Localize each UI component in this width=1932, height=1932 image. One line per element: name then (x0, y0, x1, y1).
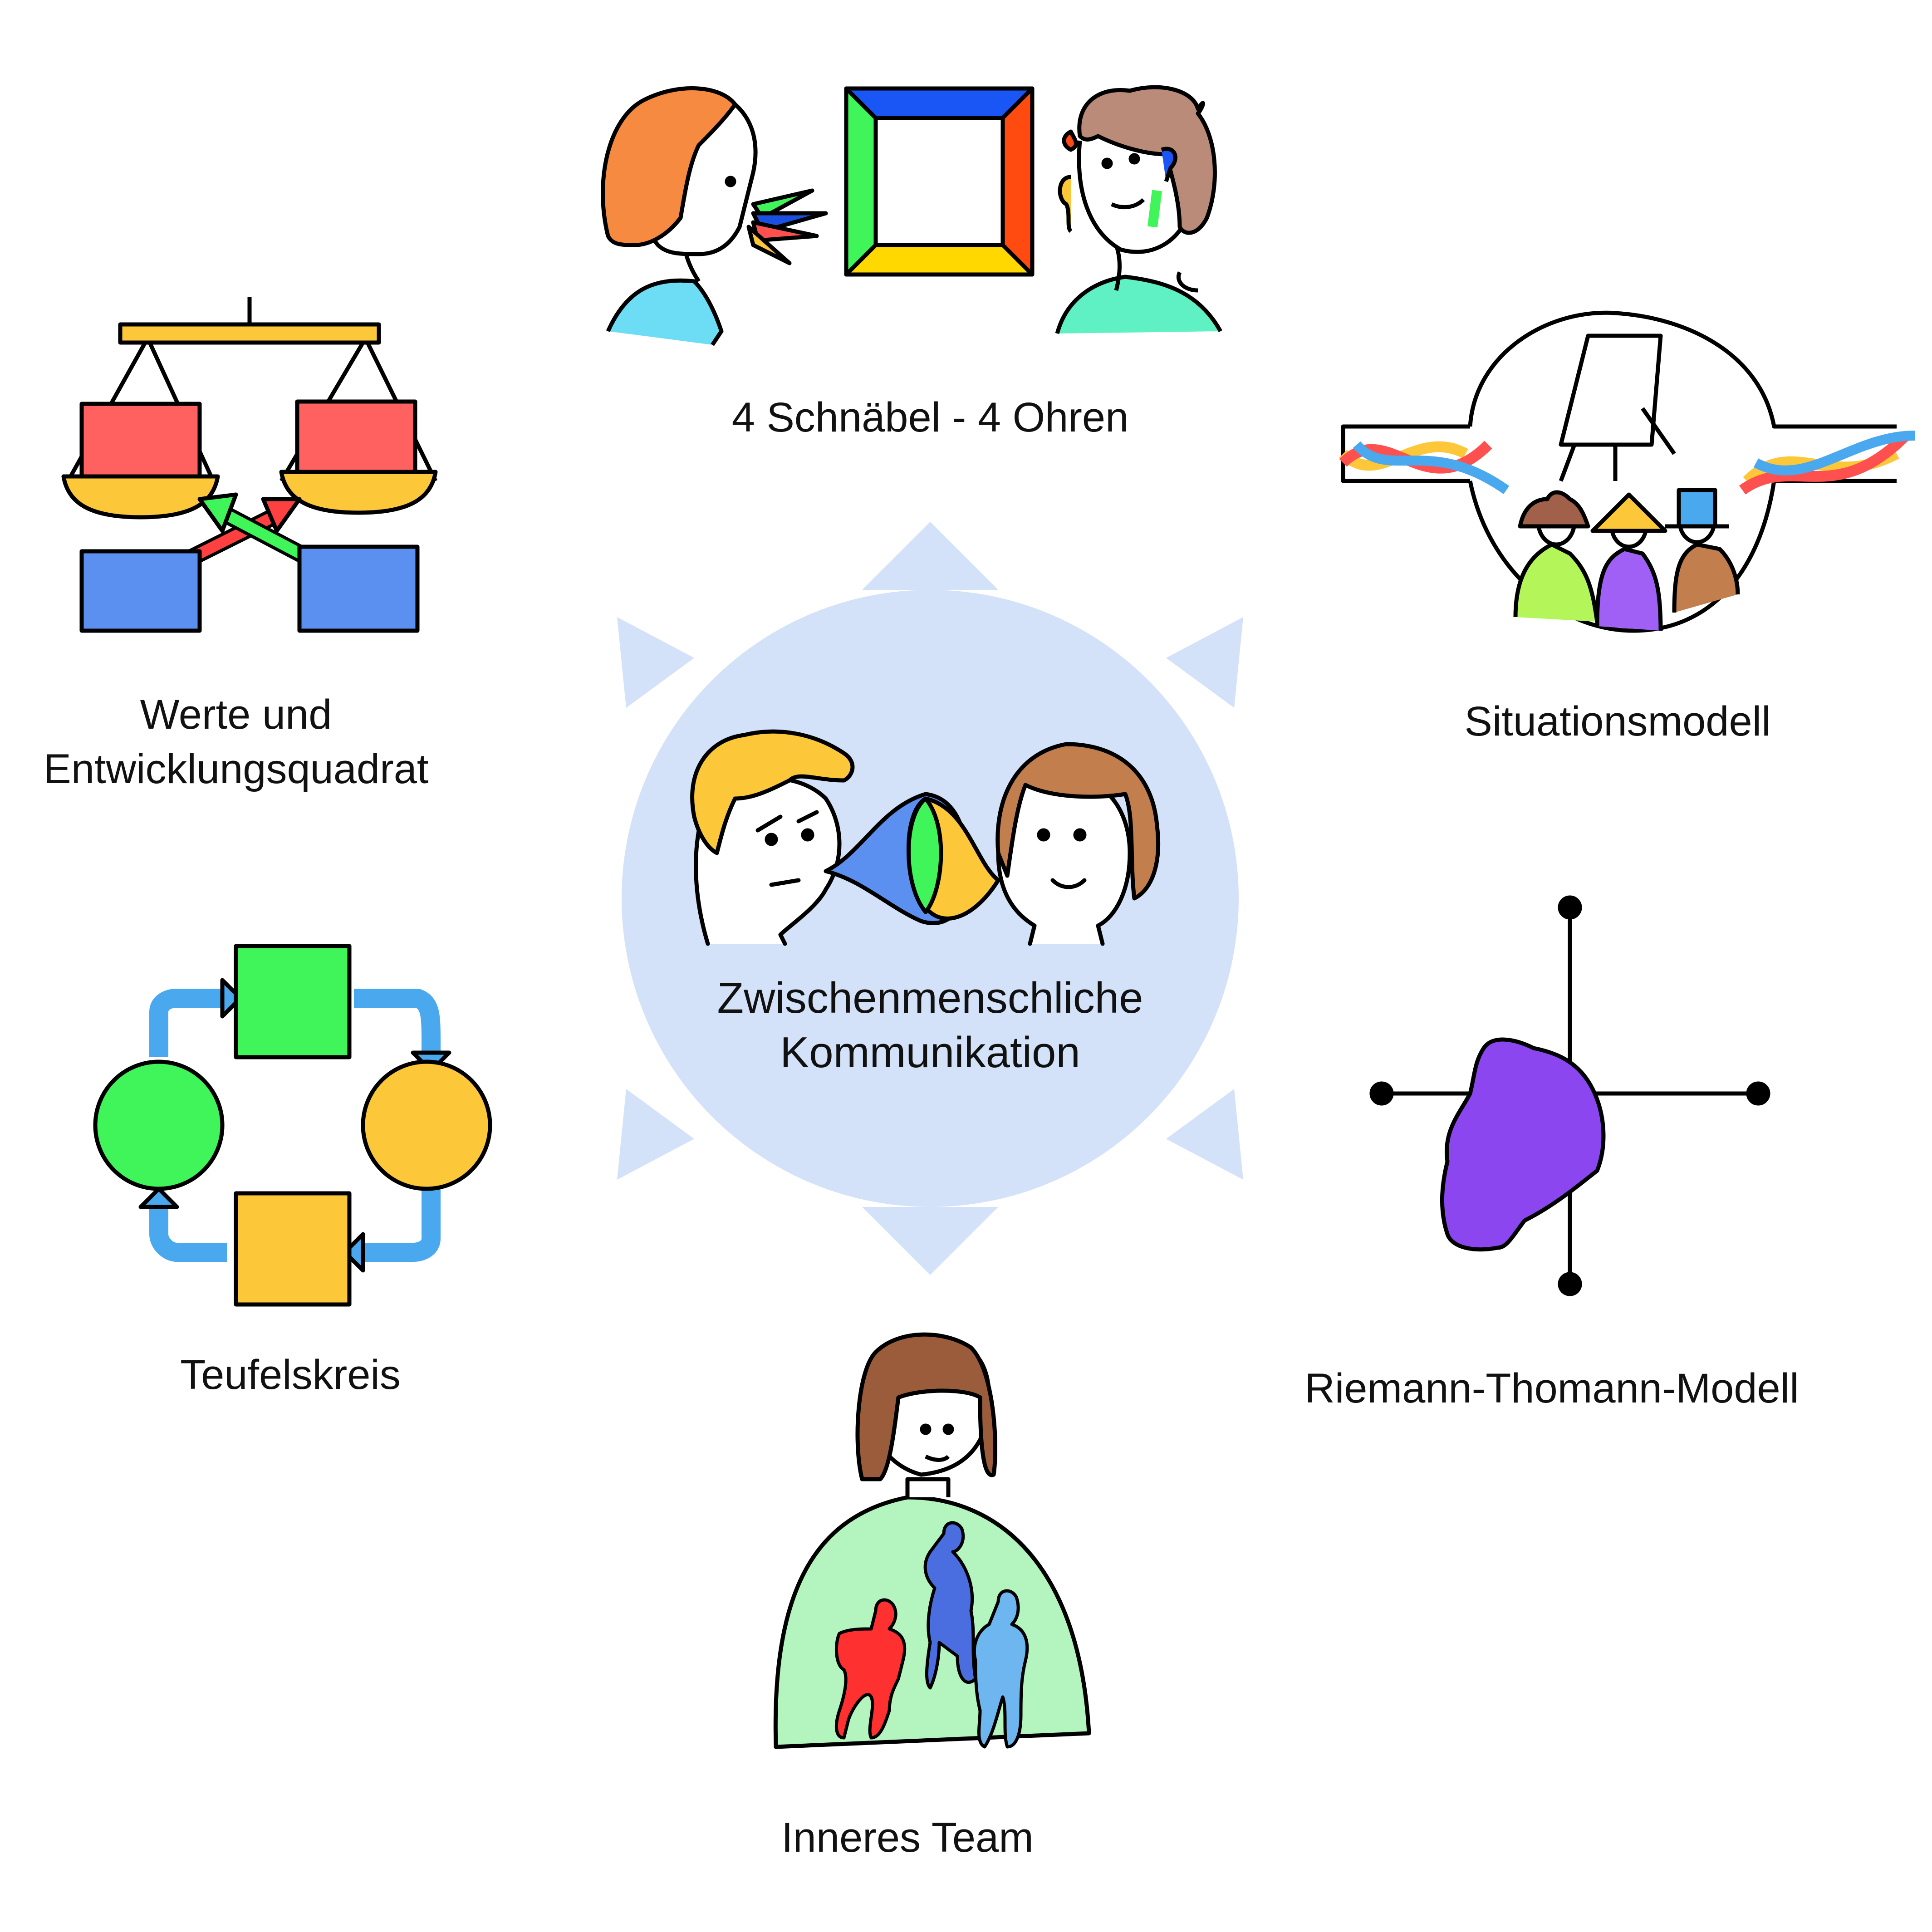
label-inner-team: Inneres Team (781, 1814, 1034, 1861)
label-values-square: Werte und Entwicklungsquadrat (9, 687, 463, 796)
center-hub (617, 522, 1243, 1275)
center-title-line1: Zwischenmenschliche (717, 974, 1143, 1022)
beaks-icon (746, 188, 828, 265)
inner-team-illustration (773, 1332, 1091, 1749)
inner-team-figures-icon (834, 1521, 1029, 1749)
label-values-square-line1: Werte und (140, 691, 332, 738)
situation-model-illustration (1339, 310, 1915, 633)
center-title: Zwischenmenschliche Kommunikation (681, 971, 1180, 1080)
four-beaks-four-ears-illustration (601, 85, 1222, 346)
label-riemann-thomann-model: Riemann-Thomann-Modell (1304, 1365, 1799, 1412)
values-square-scale-illustration (61, 297, 438, 633)
center-title-line2: Kommunikation (780, 1028, 1080, 1077)
two-people-talking-icon (690, 729, 1160, 946)
label-situation-model: Situationsmodell (1464, 698, 1771, 745)
label-values-square-line2: Entwicklungsquadrat (43, 746, 429, 792)
four-sides-square-icon (844, 86, 1035, 277)
vicious-circle-illustration (93, 944, 492, 1307)
label-vicious-circle: Teufelskreis (180, 1352, 401, 1398)
label-four-beaks-four-ears: 4 Schnäbel - 4 Ohren (731, 394, 1129, 441)
riemann-thomann-cross-illustration (1369, 895, 1770, 1296)
